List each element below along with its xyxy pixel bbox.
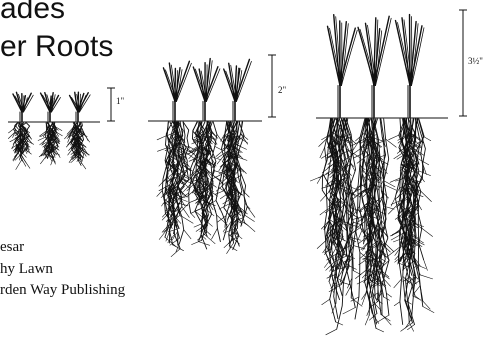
root-branch	[346, 287, 351, 296]
root-branch	[182, 216, 193, 223]
root-branch	[184, 230, 191, 239]
root-branch	[195, 211, 202, 217]
root-branch	[415, 286, 420, 293]
root-branch	[391, 198, 395, 207]
root-branch	[211, 157, 221, 160]
root-branch	[245, 203, 250, 209]
grass-blade	[358, 27, 374, 85]
grass-blades-medium	[163, 59, 251, 120]
root-branch	[389, 135, 399, 140]
root-branch	[9, 129, 14, 133]
root-branch	[171, 249, 180, 257]
grass-blade	[342, 30, 358, 85]
root-branch	[38, 137, 46, 140]
root-branch	[157, 191, 163, 197]
root-branch	[194, 224, 202, 227]
root-branch	[384, 181, 395, 187]
root-branch	[214, 171, 224, 174]
root-branch	[420, 275, 433, 279]
root-branch	[84, 134, 89, 142]
root-branch	[423, 136, 431, 140]
height-label-tall: 3½"	[468, 56, 483, 66]
root-branch	[376, 315, 389, 323]
height-marker-tall: 3½"	[459, 10, 483, 116]
tall-grass-group: 3½"	[310, 10, 483, 335]
root-branch	[394, 302, 400, 306]
root-branch	[395, 256, 398, 260]
root-branch	[247, 207, 255, 218]
grass-blade	[224, 69, 235, 101]
roots-short	[8, 123, 89, 170]
grass-blades-tall	[328, 15, 424, 117]
grass-blade	[402, 18, 410, 86]
root-branch	[162, 215, 167, 220]
root-branch	[394, 279, 402, 288]
root-branch	[376, 328, 384, 332]
height-label-short: 1"	[116, 96, 125, 106]
root-branch	[422, 228, 433, 236]
root-branch	[405, 319, 411, 328]
root-branch	[336, 322, 343, 325]
grass-blades-short	[13, 92, 90, 121]
root-branch	[157, 136, 167, 140]
root-branch	[351, 298, 362, 306]
height-marker-short: 1"	[107, 88, 125, 121]
root-branch	[212, 228, 218, 239]
grass-blade	[374, 16, 389, 85]
root-branch	[244, 222, 255, 231]
grass-blade	[177, 63, 192, 101]
root-branch	[8, 132, 15, 139]
root-branch	[387, 247, 400, 257]
root-branch	[173, 245, 184, 251]
root-branch	[215, 146, 222, 150]
root-branch	[16, 159, 22, 169]
height-label-medium: 2"	[278, 85, 287, 95]
grass-blade	[366, 23, 374, 85]
roots-tall	[310, 119, 434, 335]
root-branch	[216, 191, 225, 195]
height-marker-medium: 2"	[268, 55, 287, 117]
root-branch	[326, 329, 337, 335]
grass-blade	[163, 68, 175, 102]
root-branch	[343, 308, 355, 314]
root-branch	[386, 139, 397, 147]
root-branch	[390, 231, 400, 236]
short-grass-group: 1"	[8, 88, 125, 170]
root-branch	[423, 301, 430, 309]
root-branch	[191, 213, 195, 217]
grass-blade	[328, 26, 340, 85]
root-branch	[244, 215, 254, 222]
root-branch	[365, 315, 369, 325]
root-branch	[319, 173, 329, 178]
root-branch	[157, 148, 167, 152]
grass-blade	[235, 59, 249, 101]
root-branch	[392, 231, 399, 235]
root-branch	[419, 171, 431, 176]
medium-grass-group: 2"	[148, 55, 287, 257]
roots-medium	[157, 122, 255, 257]
root-branch	[415, 296, 421, 300]
root-branch	[238, 217, 242, 226]
root-branch	[322, 299, 330, 304]
root-branch	[320, 148, 325, 158]
root-branch	[182, 207, 190, 218]
grass-blade	[334, 15, 340, 86]
